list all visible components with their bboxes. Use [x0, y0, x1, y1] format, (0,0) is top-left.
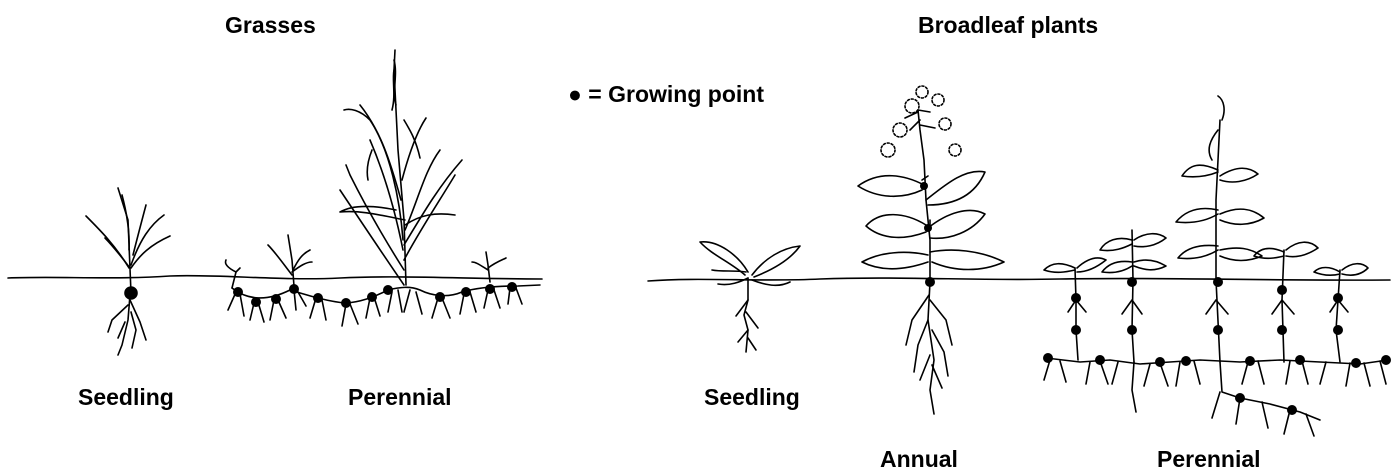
grass-soil-line	[8, 276, 542, 279]
grasses-title: Grasses	[225, 12, 316, 39]
growing-point-markers-annual	[920, 182, 935, 287]
grass-perennial-label: Perennial	[348, 384, 452, 411]
grass-seedling-plant	[86, 188, 170, 355]
growing-point-marker	[125, 287, 137, 299]
broadleaf-perennial-plant	[1044, 96, 1388, 436]
grass-perennial-plant	[225, 50, 540, 326]
broadleaf-annual-plant	[858, 86, 1004, 414]
grass-seedling-label: Seedling	[78, 384, 174, 411]
broadleaf-soil-line	[648, 278, 1390, 281]
broadleaf-title: Broadleaf plants	[918, 12, 1098, 39]
broadleaf-seedling-label: Seedling	[704, 384, 800, 411]
growing-point-legend-text: = Growing point	[588, 81, 764, 107]
broadleaf-seedling-plant	[700, 242, 800, 352]
broadleaf-perennial-label: Perennial	[1157, 446, 1261, 473]
growing-point-legend: ● = Growing point	[568, 81, 764, 108]
growing-point-symbol: ●	[568, 81, 582, 107]
broadleaf-annual-label: Annual	[880, 446, 958, 473]
